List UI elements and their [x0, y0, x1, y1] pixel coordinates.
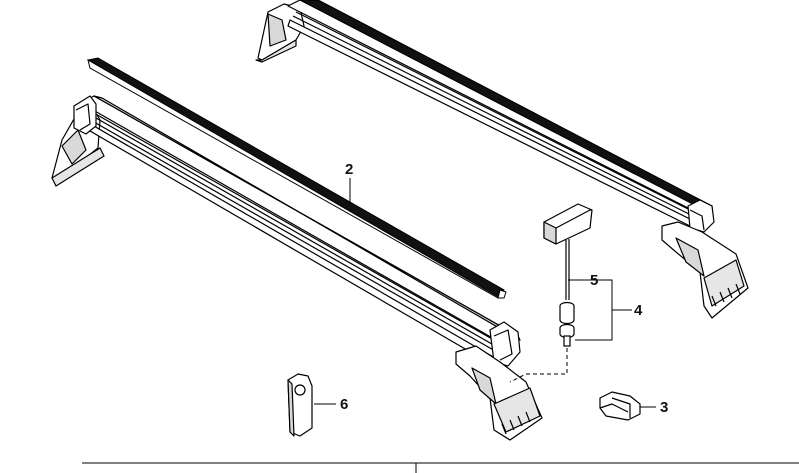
front-bar-left-cap [73, 95, 97, 135]
rubber-seal-strip [86, 57, 507, 299]
callout-3: 3 [660, 399, 668, 416]
lock-screw [559, 323, 575, 347]
front-bar-body [77, 95, 521, 369]
front-right-foot [455, 345, 543, 441]
rear-bar-body [287, 0, 713, 231]
rear-left-foot [255, 3, 305, 63]
callout-4: 4 [634, 302, 643, 319]
front-crossbar-assembly [51, 95, 543, 441]
callout-5: 5 [590, 272, 598, 289]
callout-2: 2 [345, 161, 353, 178]
lock-cylinder [559, 301, 575, 325]
rear-right-foot [661, 221, 749, 319]
end-clip [599, 391, 641, 421]
diagram-footer-rule [82, 462, 799, 473]
leader-4 [575, 282, 613, 341]
mounting-plate [287, 373, 313, 437]
lock-key [543, 203, 593, 300]
rear-crossbar-assembly [255, 0, 749, 319]
leader-lines [314, 178, 656, 408]
callout-6: 6 [340, 396, 348, 413]
